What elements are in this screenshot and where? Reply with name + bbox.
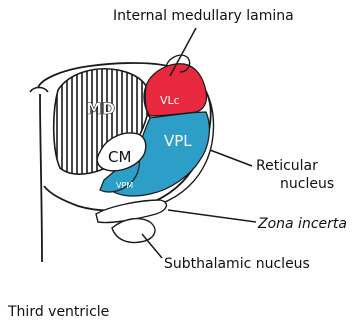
region-label-vlc: VLc (160, 94, 180, 107)
leader-zona-incerta (168, 210, 256, 222)
region-label-vpl: VPL (164, 132, 192, 150)
third-ventricle-wall (40, 94, 42, 262)
region-label-cm: CM (108, 148, 131, 166)
label-internal-medullary-lamina: Internal medullary lamina (113, 8, 294, 24)
vlc-region (144, 64, 207, 116)
label-reticular-line1: Reticular (256, 158, 318, 174)
region-label-md: MD (86, 99, 115, 118)
region-label-vpm: VPM (116, 181, 133, 190)
leader-reticular-nucleus (210, 150, 252, 166)
label-third-ventricle: Third ventricle (7, 304, 109, 320)
label-zona-incerta: Zona incerta (257, 216, 347, 232)
ventricle-top-curl (30, 88, 48, 93)
label-reticular-line2: nucleus (280, 176, 334, 192)
label-subthalamic-nucleus: Subthalamic nucleus (164, 256, 310, 272)
